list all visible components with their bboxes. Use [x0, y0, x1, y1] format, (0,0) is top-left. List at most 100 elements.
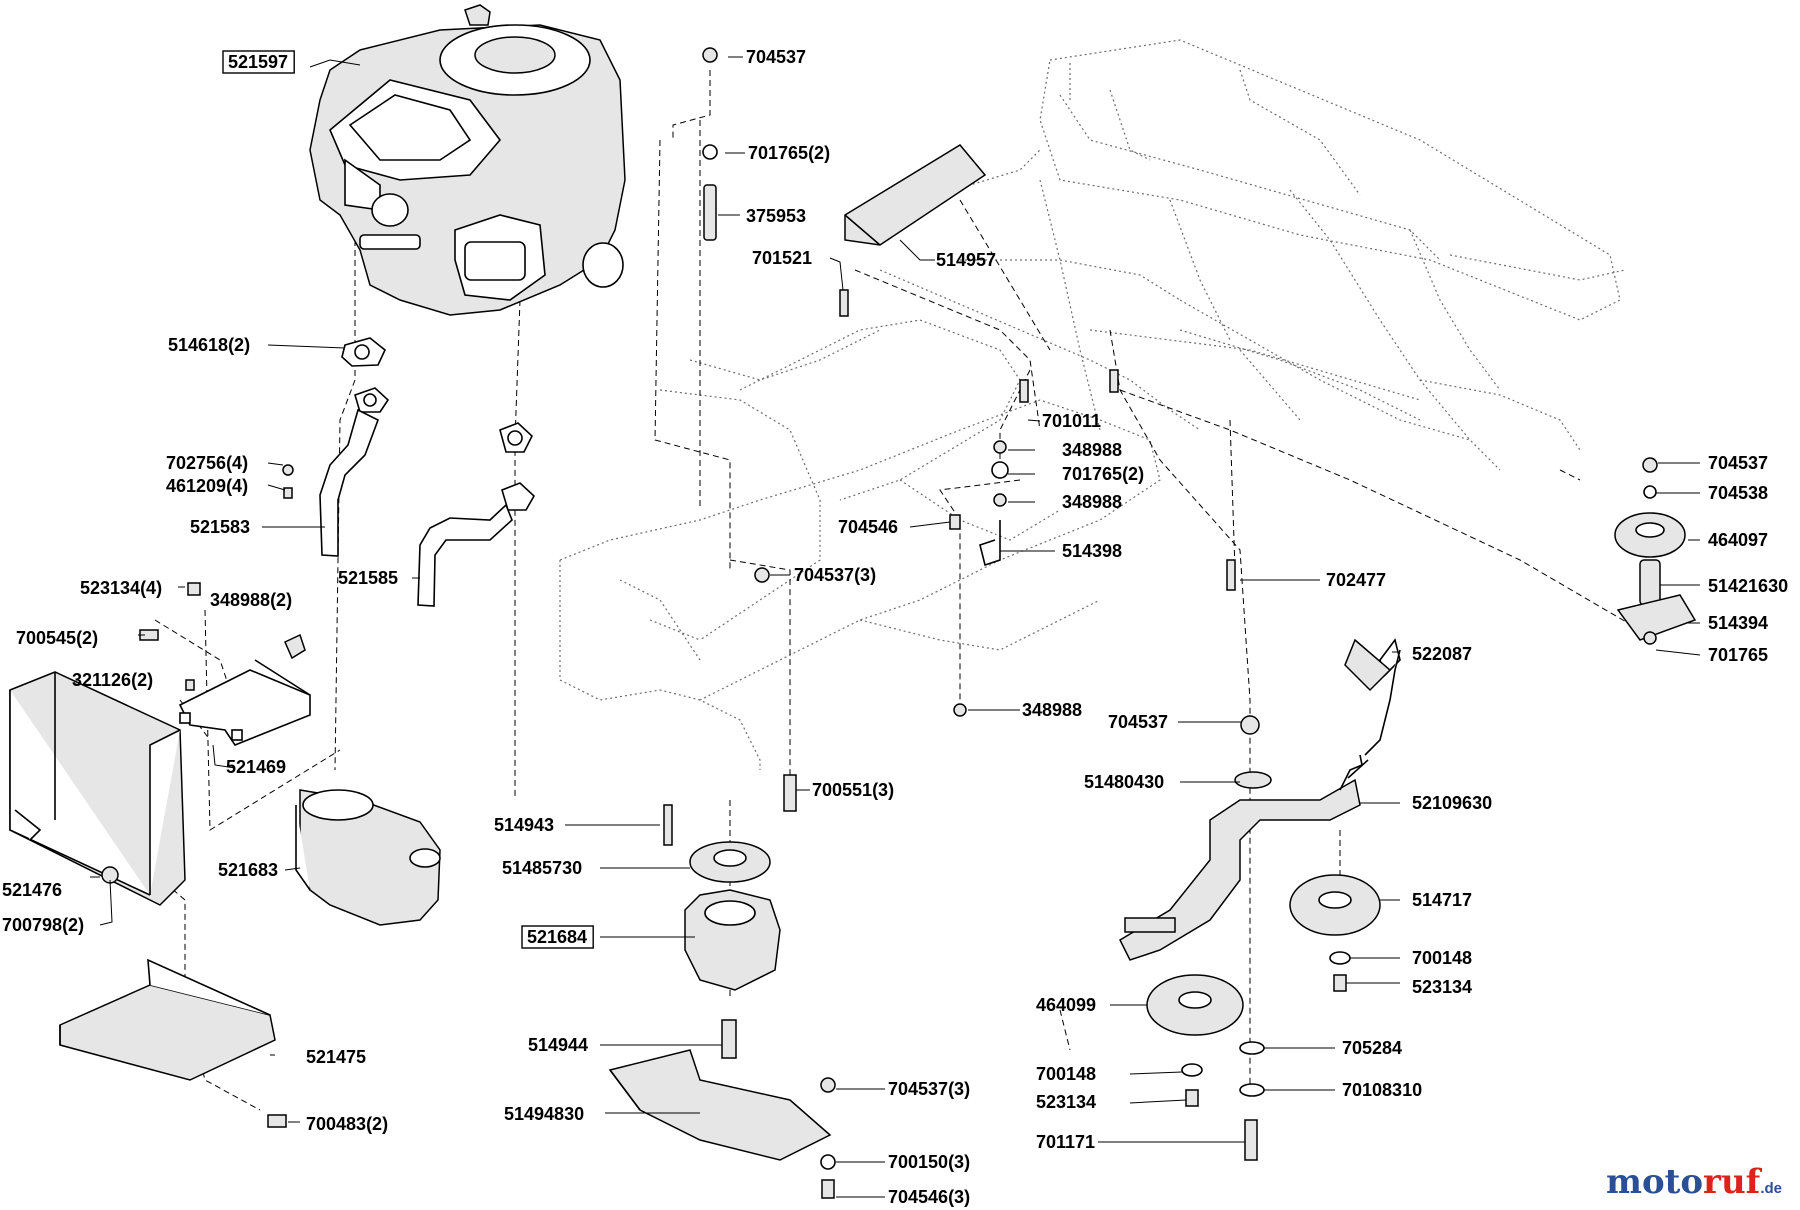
part-number-464097: 464097	[1708, 530, 1768, 550]
part-number-700148a: 700148	[1412, 948, 1472, 968]
part-label-704537a: 704537	[746, 47, 806, 67]
part-number-348988c: 348988	[1062, 492, 1122, 512]
part-label-704537e: 704537	[1108, 712, 1168, 732]
engine-521597	[309, 4, 626, 316]
part-number-522087: 522087	[1412, 644, 1472, 664]
assembly-lines	[149, 70, 1641, 1111]
part-label-704546b: 704546(3)	[888, 1187, 970, 1207]
part-number-514944: 514944	[528, 1035, 588, 1055]
part-number-52109630: 52109630	[1412, 793, 1492, 813]
part-label-514618: 514618(2)	[168, 335, 250, 355]
part-number-348988a: 348988(2)	[210, 590, 292, 610]
part-label-701521: 701521	[752, 248, 812, 268]
bracket-514957	[844, 144, 987, 246]
part-number-514943: 514943	[494, 815, 554, 835]
part-label-461209: 461209(4)	[166, 476, 248, 496]
clutch-521684	[663, 804, 781, 1059]
part-number-521585: 521585	[338, 568, 398, 588]
part-number-700150: 700150(3)	[888, 1152, 970, 1172]
part-label-51485730: 51485730	[502, 858, 582, 878]
part-number-700483: 700483(2)	[306, 1114, 388, 1134]
part-number-704537c: 704537(3)	[888, 1079, 970, 1099]
part-number-521684: 521684	[527, 927, 587, 947]
part-label-521585: 521585	[338, 568, 398, 588]
part-label-700551: 700551(3)	[812, 780, 894, 800]
exhaust-pipes	[319, 337, 536, 607]
part-number-461209: 461209(4)	[166, 476, 248, 496]
part-number-321126: 321126(2)	[72, 670, 153, 690]
part-label-514394: 514394	[1708, 613, 1768, 633]
part-number-521683: 521683	[218, 860, 278, 880]
part-number-704537e: 704537	[1108, 712, 1168, 732]
part-label-51494830: 51494830	[504, 1104, 584, 1124]
part-number-702477: 702477	[1326, 570, 1386, 590]
part-label-348988c: 348988	[1062, 492, 1122, 512]
part-number-702756: 702756(4)	[166, 453, 248, 473]
part-number-521476: 521476	[2, 880, 62, 900]
part-number-700545: 700545(2)	[16, 628, 98, 648]
part-number-704537d: 704537	[1708, 453, 1768, 473]
part-number-701765a: 701765(2)	[748, 143, 830, 163]
part-label-348988a: 348988(2)	[210, 590, 292, 610]
part-number-51480430: 51480430	[1084, 772, 1164, 792]
label-box-521597	[222, 50, 295, 74]
part-number-521597: 521597	[228, 52, 288, 72]
part-number-700148b: 700148	[1036, 1064, 1096, 1084]
part-number-521469: 521469	[226, 757, 286, 777]
brand-part1: moto	[1606, 1162, 1704, 1202]
part-number-700551: 700551(3)	[812, 780, 894, 800]
part-label-701011: 701011	[1042, 411, 1101, 431]
leader-lines	[90, 56, 1701, 1198]
part-label-702756: 702756(4)	[166, 453, 248, 473]
part-number-514618: 514618(2)	[168, 335, 250, 355]
part-label-702477: 702477	[1326, 570, 1386, 590]
part-label-700545: 700545(2)	[16, 628, 98, 648]
part-number-348988d: 348988	[1022, 700, 1082, 720]
part-label-704546a: 704546	[838, 517, 898, 537]
brand-suffix: .de	[1760, 1180, 1782, 1197]
part-number-701765b: 701765(2)	[1062, 464, 1144, 484]
part-number-704537b: 704537(3)	[794, 565, 876, 585]
part-label-523134c: 523134	[1036, 1092, 1096, 1112]
spring-522087	[1339, 649, 1401, 791]
heat-shield-521476	[9, 671, 186, 906]
part-label-514944: 514944	[528, 1035, 588, 1055]
bracket-51494830	[608, 1049, 836, 1199]
part-label-521583: 521583	[190, 517, 250, 537]
part-number-523134b: 523134	[1412, 977, 1472, 997]
idler-464097	[1614, 457, 1697, 645]
part-label-348988d: 348988	[1022, 700, 1082, 720]
part-label-514398: 514398	[1062, 541, 1122, 561]
part-number-521475: 521475	[306, 1047, 366, 1067]
part-label-523134a: 523134(4)	[80, 578, 162, 598]
part-number-375953: 375953	[746, 206, 806, 226]
part-number-70108310: 70108310	[1342, 1080, 1422, 1100]
part-number-523134c: 523134	[1036, 1092, 1096, 1112]
label-box-521684	[521, 925, 594, 949]
part-label-700798: 700798(2)	[2, 915, 84, 935]
part-number-704546b: 704546(3)	[888, 1187, 970, 1207]
part-label-348988b: 348988	[1062, 440, 1122, 460]
part-label-700483: 700483(2)	[306, 1114, 388, 1134]
part-label-514943: 514943	[494, 815, 554, 835]
part-label-521469: 521469	[226, 757, 286, 777]
part-label-51480430: 51480430	[1084, 772, 1164, 792]
part-label-704538: 704538	[1708, 483, 1768, 503]
part-label-464099: 464099	[1036, 995, 1096, 1015]
part-number-523134a: 523134(4)	[80, 578, 162, 598]
part-label-521475: 521475	[306, 1047, 366, 1067]
part-label-321126: 321126(2)	[72, 670, 153, 690]
part-number-704538: 704538	[1708, 483, 1768, 503]
part-number-348988b: 348988	[1062, 440, 1122, 460]
part-number-521583: 521583	[190, 517, 250, 537]
part-label-700150: 700150(3)	[888, 1152, 970, 1172]
part-label-514957: 514957	[936, 250, 996, 270]
part-label-701765a: 701765(2)	[748, 143, 830, 163]
part-number-704546a: 704546	[838, 517, 898, 537]
part-number-464099: 464099	[1036, 995, 1096, 1015]
part-number-701011: 701011	[1042, 411, 1101, 431]
part-label-701765b: 701765(2)	[1062, 464, 1144, 484]
part-label-701765c: 701765	[1708, 645, 1768, 665]
